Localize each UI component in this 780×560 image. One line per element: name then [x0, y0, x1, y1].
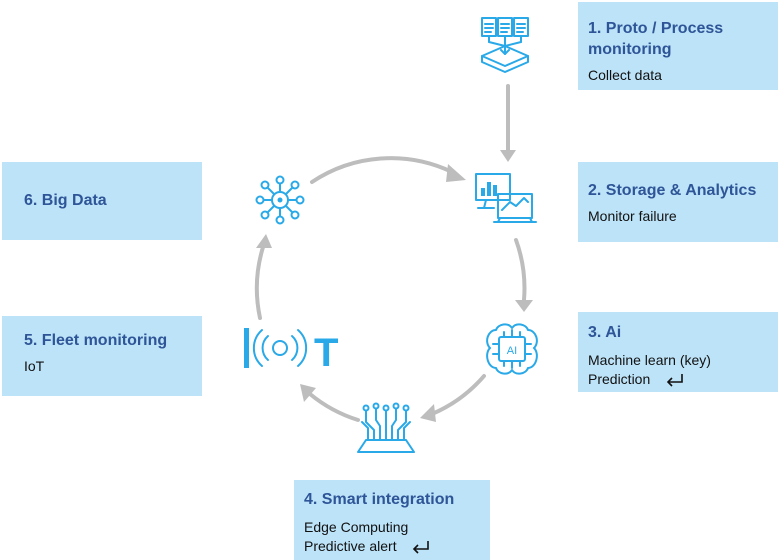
enter-return-icon	[413, 541, 430, 554]
analytics-monitors-icon	[475, 173, 537, 223]
arrow-6-to-2	[310, 156, 466, 184]
step-5-box: 5. Fleet monitoring IoT	[2, 316, 202, 396]
step-3-box: 3. Ai Machine learn (key) Prediction	[578, 312, 778, 392]
arrow-3-to-4	[420, 374, 486, 422]
arrow-5-to-6	[254, 234, 272, 320]
iot-text: T	[314, 331, 338, 375]
step-1-title: 1. Proto / Process monitoring	[588, 20, 724, 58]
enter-return-icon	[667, 374, 683, 387]
iot-icon: T	[244, 328, 338, 375]
step-4-line-2-row: Predictive alert	[304, 537, 490, 556]
step-1-box: 1. Proto / Process monitoring Collect da…	[578, 2, 778, 90]
step-6-title: 6. Big Data	[24, 192, 107, 209]
step-4-line-1: Edge Computing	[304, 519, 409, 535]
documents-to-tray-icon	[481, 17, 529, 73]
ai-chip-text: AI	[507, 345, 517, 357]
network-nodes-icon	[255, 175, 305, 225]
step-3-title: 3. Ai	[588, 324, 622, 341]
circuit-hand-icon	[357, 402, 415, 453]
arrow-2-to-3	[514, 238, 533, 312]
step-2-line-1: Monitor failure	[588, 208, 677, 224]
step-4-box: 4. Smart integration Edge Computing Pred…	[294, 480, 490, 560]
ai-chip-brain-icon: AI	[486, 323, 538, 375]
step-2-title: 2. Storage & Analytics	[588, 182, 757, 199]
step-4-title: 4. Smart integration	[304, 491, 455, 508]
step-3-line-2-row: Prediction	[588, 370, 778, 389]
step-3-line-1: Machine learn (key)	[588, 352, 711, 368]
step-4-line-2: Predictive alert	[304, 538, 397, 554]
arrow-4-to-5	[300, 384, 360, 422]
step-5-title: 5. Fleet monitoring	[24, 332, 168, 349]
step-5-line-1: IoT	[24, 358, 45, 374]
step-1-line-1: Collect data	[588, 67, 662, 83]
step-6-box: 6. Big Data	[2, 162, 202, 240]
arrow-1-to-2	[500, 84, 516, 162]
step-3-line-2: Prediction	[588, 371, 651, 387]
step-2-box: 2. Storage & Analytics Monitor failure	[578, 162, 778, 242]
